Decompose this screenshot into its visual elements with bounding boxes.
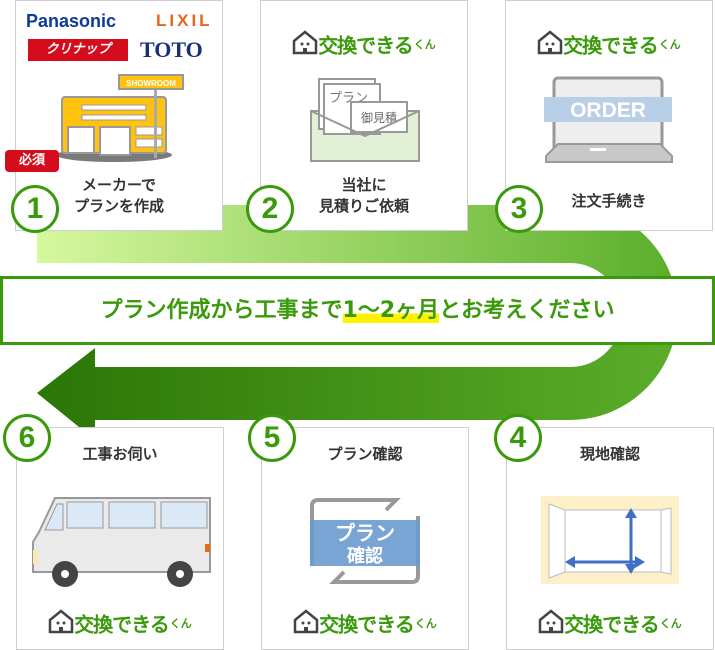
van-illustration bbox=[17, 492, 223, 587]
site-measure-illustration bbox=[507, 496, 713, 584]
step-label-line2: プランを作成 bbox=[73, 197, 164, 215]
brand-suffix: くん bbox=[414, 617, 437, 630]
brand-name: 交換できる bbox=[564, 612, 660, 637]
banner-text-after: とお考えください bbox=[439, 298, 615, 323]
step-label: 注文手続き bbox=[571, 192, 647, 210]
house-icon bbox=[48, 608, 74, 638]
brand-logo: 交換できるくん bbox=[261, 29, 467, 59]
doc-front-text: 御見積 bbox=[360, 110, 396, 125]
brand-logo: 交換できるくん bbox=[262, 608, 468, 638]
estimate-envelope-illustration: プラン 御見積 bbox=[261, 76, 467, 164]
step-card-4: 現地確認 交換できるくん bbox=[506, 427, 714, 650]
step-number-3: 3 bbox=[495, 185, 543, 233]
brand-suffix: くん bbox=[169, 617, 192, 630]
showroom-sign: SHOWROOM bbox=[126, 79, 176, 88]
step-label-line1: メーカーで bbox=[81, 176, 157, 194]
step-number-4: 4 bbox=[494, 414, 542, 462]
laptop-order-illustration: ORDER bbox=[506, 76, 712, 166]
plan-check-line2: 確認 bbox=[347, 545, 383, 567]
brand-name: 交換できる bbox=[318, 33, 414, 58]
banner-text-before: プラン作成から工事まで bbox=[100, 298, 343, 323]
brand-suffix: くん bbox=[658, 38, 681, 51]
plan-check-illustration: プラン 確認 bbox=[262, 496, 468, 586]
step-card-3: 交換できるくん ORDER 注文手続き bbox=[505, 0, 713, 231]
step-label: 現地確認 bbox=[579, 445, 640, 463]
brand-name: 交換できる bbox=[74, 612, 170, 637]
flow-arrow-lower bbox=[37, 312, 678, 440]
plan-check-line1: プラン bbox=[335, 521, 395, 545]
step-label-line2: 見積りご依頼 bbox=[318, 197, 409, 215]
cleanup-logo: クリナップ bbox=[28, 39, 128, 61]
brand-suffix: くん bbox=[659, 617, 682, 630]
required-badge: 必須 bbox=[5, 150, 59, 172]
step-card-2: 交換できるくん プラン 御見積 当社に 見積りご依頼 bbox=[260, 0, 468, 231]
toto-logo: TOTO bbox=[140, 37, 203, 62]
step-card-1: Panasonic LIXIL クリナップ TOTO SHOWROOM メーカー… bbox=[15, 0, 223, 231]
lixil-logo: LIXIL bbox=[156, 11, 213, 30]
step-label: プラン確認 bbox=[327, 445, 403, 463]
brand-logo: 交換できるくん bbox=[17, 608, 223, 638]
step-number-2: 2 bbox=[246, 185, 294, 233]
house-icon bbox=[292, 29, 318, 59]
order-text: ORDER bbox=[570, 99, 646, 122]
step-card-5: プラン確認 プラン 確認 交換できるくん bbox=[261, 427, 469, 650]
brand-logo: 交換できるくん bbox=[507, 608, 713, 638]
step-label: 工事お伺い bbox=[82, 445, 158, 463]
house-icon bbox=[537, 29, 563, 59]
step-label: 当社に 見積りご依頼 bbox=[261, 175, 467, 217]
step-number-1: 1 bbox=[11, 185, 59, 233]
brand-name: 交換できる bbox=[563, 33, 659, 58]
house-icon bbox=[293, 608, 319, 638]
panasonic-logo: Panasonic bbox=[26, 11, 117, 31]
step-label-line1: 当社に bbox=[341, 176, 387, 194]
banner-highlight: 1～2ヶ月 bbox=[342, 298, 440, 323]
brand-name: 交換できる bbox=[319, 612, 415, 637]
step-label: メーカーで プランを作成 bbox=[16, 175, 222, 217]
step-number-5: 5 bbox=[248, 414, 296, 462]
step-number-6: 6 bbox=[3, 414, 51, 462]
brand-logo: 交換できるくん bbox=[506, 29, 712, 59]
duration-banner: プラン作成から工事まで1～2ヶ月とお考えください bbox=[0, 276, 715, 345]
showroom-illustration: SHOWROOM bbox=[16, 73, 222, 163]
step-card-6: 工事お伺い 交換できるくん bbox=[16, 427, 224, 650]
brand-suffix: くん bbox=[413, 38, 436, 51]
house-icon bbox=[538, 608, 564, 638]
